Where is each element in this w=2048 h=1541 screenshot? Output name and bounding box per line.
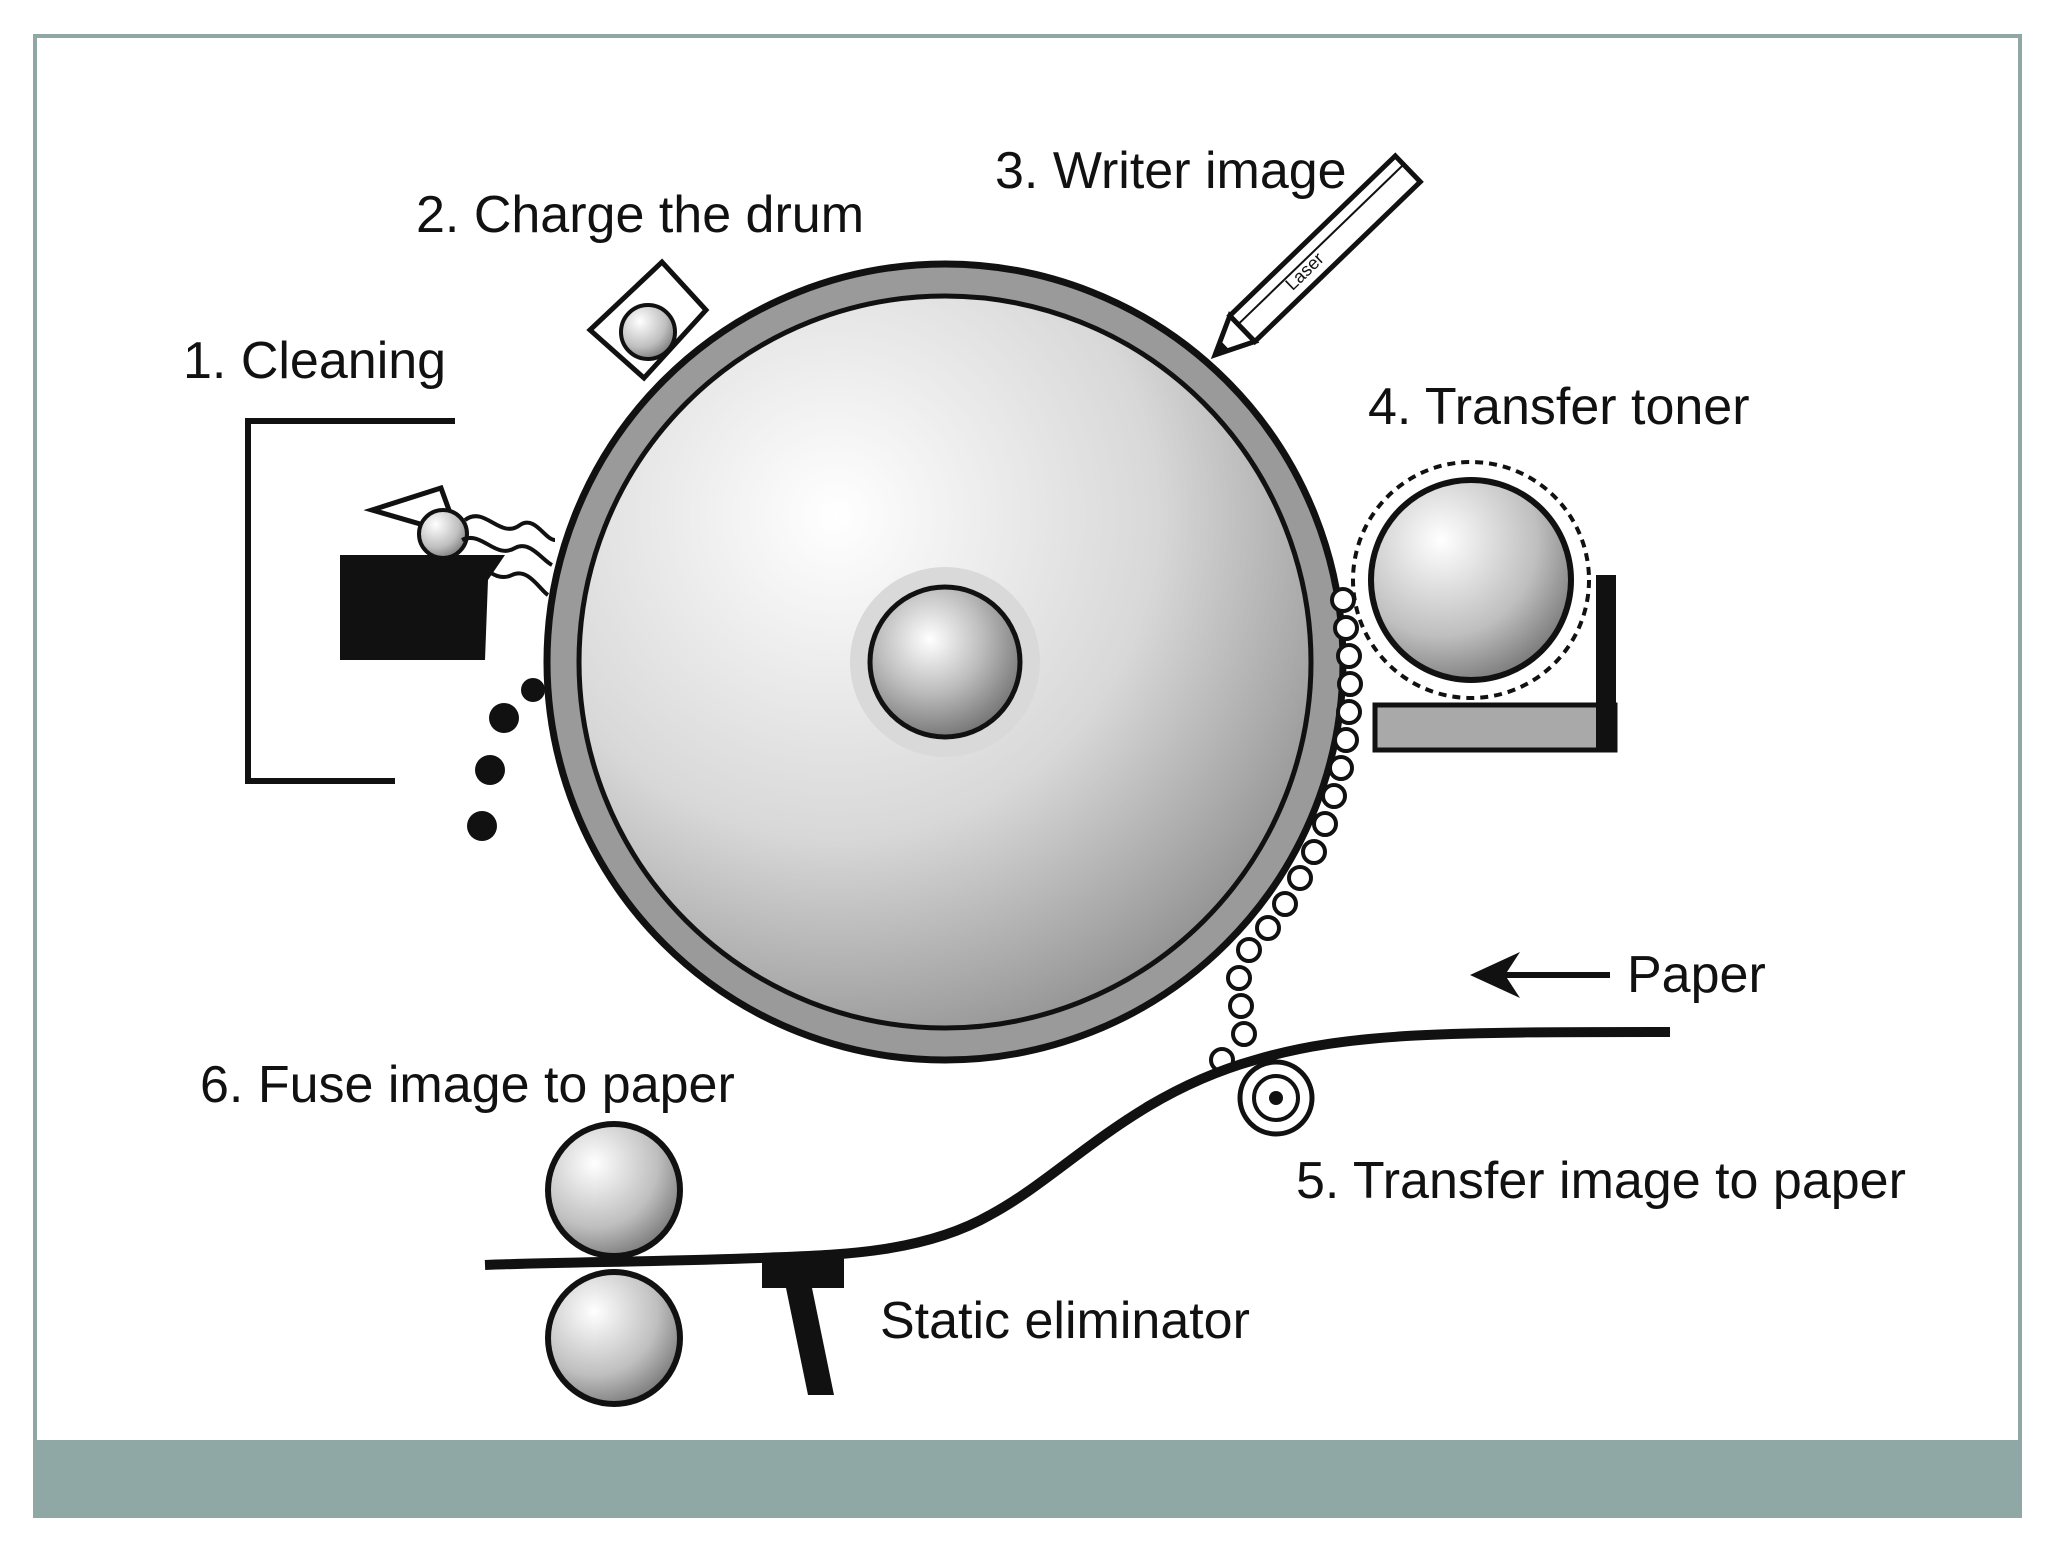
step-3-number: 3. — [995, 142, 1038, 200]
step-1-label: Cleaning — [241, 332, 446, 390]
step-3-label: Writer image — [1053, 142, 1347, 200]
footer-bar — [35, 1440, 2020, 1516]
fuser-roller-top — [545, 1121, 683, 1259]
toner-tray — [1372, 702, 1618, 753]
step-6-number: 6. — [200, 1056, 243, 1114]
paper-path — [484, 1027, 1671, 1270]
transfer-roller — [1237, 1059, 1315, 1137]
static-eliminator-label: Static eliminator — [880, 1292, 1250, 1350]
tray-wall — [1596, 575, 1616, 750]
step-2-label: Charge the drum — [474, 186, 864, 244]
svg-text:4. Transfer toner: 4. Transfer toner — [1368, 378, 1750, 436]
paper-label: Paper — [1627, 946, 1766, 1004]
cleaning-bracket — [245, 418, 455, 784]
svg-text:1. Cleaning: 1. Cleaning — [183, 332, 446, 390]
fuser-roller-bottom — [545, 1269, 683, 1407]
photoreceptor-drum — [543, 260, 1347, 1064]
developer-unit — [1209, 460, 1618, 1073]
step-2-number: 2. — [416, 186, 459, 244]
cleaning-roller — [417, 508, 469, 560]
charge-roller — [619, 303, 677, 361]
laser-pen: Laser — [1210, 152, 1424, 360]
step-5-label: Transfer image to paper — [1353, 1152, 1906, 1210]
paper-direction-arrow — [1470, 952, 1610, 998]
step-4-label: Transfer toner — [1425, 378, 1750, 436]
toner-ring — [1351, 460, 1591, 700]
fuser-rollers — [545, 1121, 683, 1407]
toner-particle — [521, 678, 545, 702]
svg-text:3. Writer image: 3. Writer image — [995, 142, 1347, 200]
step-6-label: Fuse image to paper — [258, 1056, 735, 1114]
static-eliminator-part — [762, 1258, 844, 1395]
charge-corona — [586, 258, 710, 382]
step-4-number: 4. — [1368, 378, 1411, 436]
svg-text:5. Transfer image to paper: 5. Transfer image to paper — [1296, 1152, 1906, 1210]
svg-text:2. Charge the drum: 2. Charge the drum — [416, 186, 864, 244]
cleaning-blade — [340, 555, 505, 660]
developer-roller — [1368, 477, 1574, 683]
drum-axle — [867, 584, 1023, 740]
toner-particle — [489, 703, 519, 733]
toner-particle — [467, 811, 497, 841]
step-5-number: 5. — [1296, 1152, 1339, 1210]
step-1-number: 1. — [183, 332, 226, 390]
cleaning-unit — [245, 418, 556, 841]
toner-particle — [475, 755, 505, 785]
svg-text:6. Fuse image to paper: 6. Fuse image to paper — [200, 1056, 735, 1114]
